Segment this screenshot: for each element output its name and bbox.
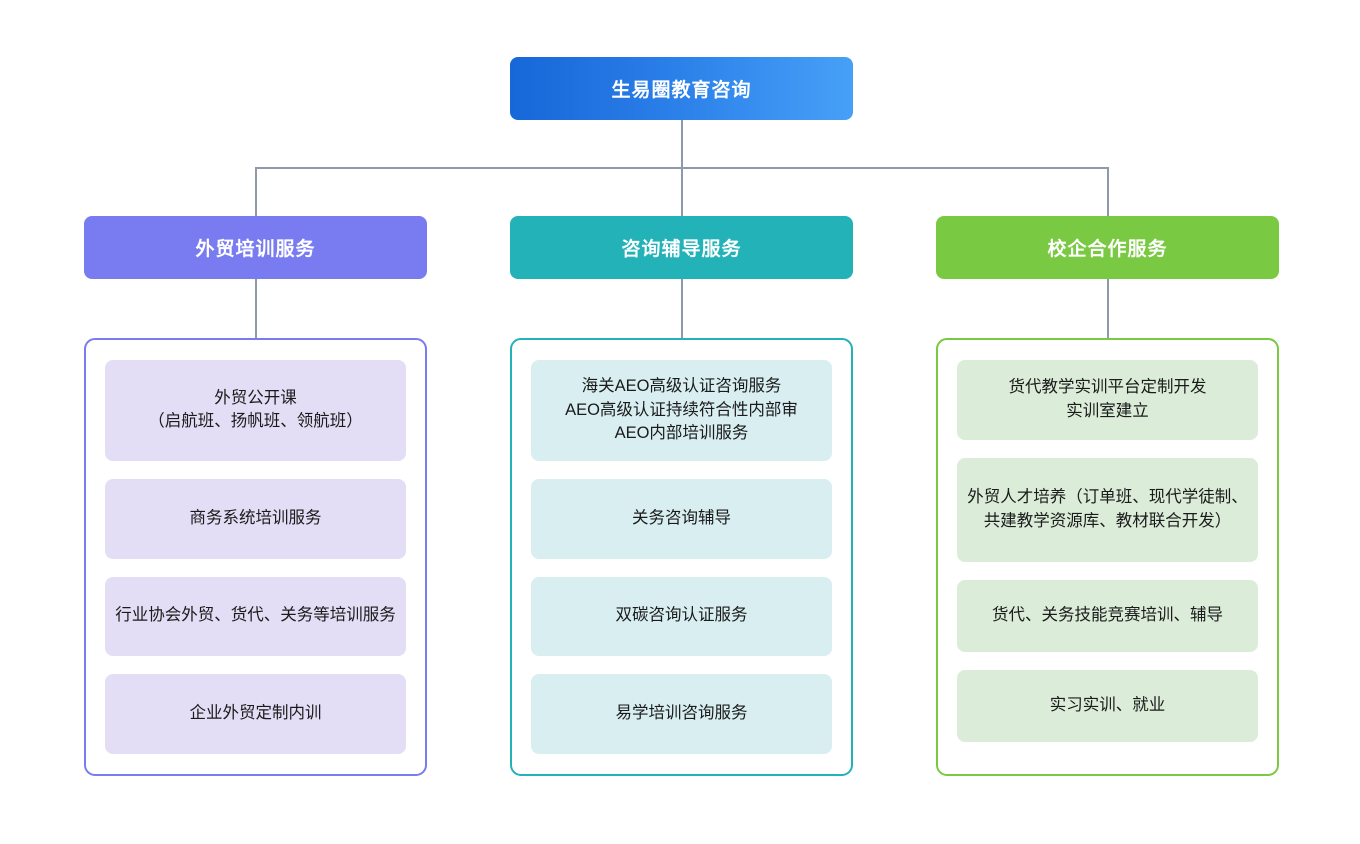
leaf-card-label: 行业协会外贸、货代、关务等培训服务 xyxy=(115,606,396,625)
leaf-card[interactable]: 外贸人才培养（订单班、现代学徒制、共建教学资源库、教材联合开发） xyxy=(957,458,1258,562)
leaf-card[interactable]: 易学培训咨询服务 xyxy=(531,674,832,754)
leaf-card-label: 双碳咨询认证服务 xyxy=(615,606,748,625)
leaf-card-label: 外贸人才培养（订单班、现代学徒制、共建教学资源库、教材联合开发） xyxy=(967,488,1248,530)
leaf-card-label: 实习实训、就业 xyxy=(1049,696,1166,715)
leaf-card-label: 关务咨询辅导 xyxy=(632,508,731,527)
leaf-card-label: 海关AEO高级认证咨询服务 AEO高级认证持续符合性内部审 AEO内部培训服务 xyxy=(565,376,798,443)
root-node-label: 生易圈教育咨询 xyxy=(611,80,752,101)
leaf-card[interactable]: 行业协会外贸、货代、关务等培训服务 xyxy=(105,576,406,657)
leaf-card-label: 外贸公开课 （启航班、扬帆班、领航班） xyxy=(148,388,363,431)
connector-branch-3-down xyxy=(1107,167,1109,216)
branch-header-2[interactable]: 咨询辅导服务 xyxy=(510,216,853,279)
leaf-card[interactable]: 双碳咨询认证服务 xyxy=(531,576,832,657)
connector-branch-2-down xyxy=(681,167,683,216)
leaf-card-label: 易学培训咨询服务 xyxy=(615,704,748,723)
leaf-card[interactable]: 货代、关务技能竞赛培训、辅导 xyxy=(957,580,1258,652)
leaf-card[interactable]: 企业外贸定制内训 xyxy=(105,674,406,754)
branch-header-3-label: 校企合作服务 xyxy=(1047,239,1168,260)
leaf-card-label: 货代、关务技能竞赛培训、辅导 xyxy=(992,606,1223,625)
leaf-card[interactable]: 商务系统培训服务 xyxy=(105,478,406,559)
leaf-card[interactable]: 海关AEO高级认证咨询服务 AEO高级认证持续符合性内部审 AEO内部培训服务 xyxy=(531,360,832,461)
connector-branch-2-to-children xyxy=(681,279,683,338)
branch-header-2-label: 咨询辅导服务 xyxy=(621,239,742,260)
leaf-card[interactable]: 实习实训、就业 xyxy=(957,670,1258,742)
leaf-card[interactable]: 关务咨询辅导 xyxy=(531,478,832,559)
branch-header-1[interactable]: 外贸培训服务 xyxy=(84,216,427,279)
leaf-card[interactable]: 外贸公开课 （启航班、扬帆班、领航班） xyxy=(105,360,406,461)
connector-root-down xyxy=(681,120,683,168)
root-node[interactable]: 生易圈教育咨询 xyxy=(510,57,853,120)
branch-3-child-container: 货代教学实训平台定制开发 实训室建立 外贸人才培养（订单班、现代学徒制、共建教学… xyxy=(936,338,1279,776)
branch-1-child-container: 外贸公开课 （启航班、扬帆班、领航班） 商务系统培训服务 行业协会外贸、货代、关… xyxy=(84,338,427,776)
connector-branch-1-to-children xyxy=(255,279,257,338)
branch-header-1-label: 外贸培训服务 xyxy=(195,239,316,260)
leaf-card-label: 货代教学实训平台定制开发 实训室建立 xyxy=(1008,378,1207,420)
connector-branch-1-down xyxy=(255,167,257,216)
branch-2-child-container: 海关AEO高级认证咨询服务 AEO高级认证持续符合性内部审 AEO内部培训服务 … xyxy=(510,338,853,776)
leaf-card-label: 企业外贸定制内训 xyxy=(189,704,322,723)
branch-header-3[interactable]: 校企合作服务 xyxy=(936,216,1279,279)
leaf-card[interactable]: 货代教学实训平台定制开发 实训室建立 xyxy=(957,360,1258,440)
leaf-card-label: 商务系统培训服务 xyxy=(189,508,322,527)
connector-branch-3-to-children xyxy=(1107,279,1109,338)
